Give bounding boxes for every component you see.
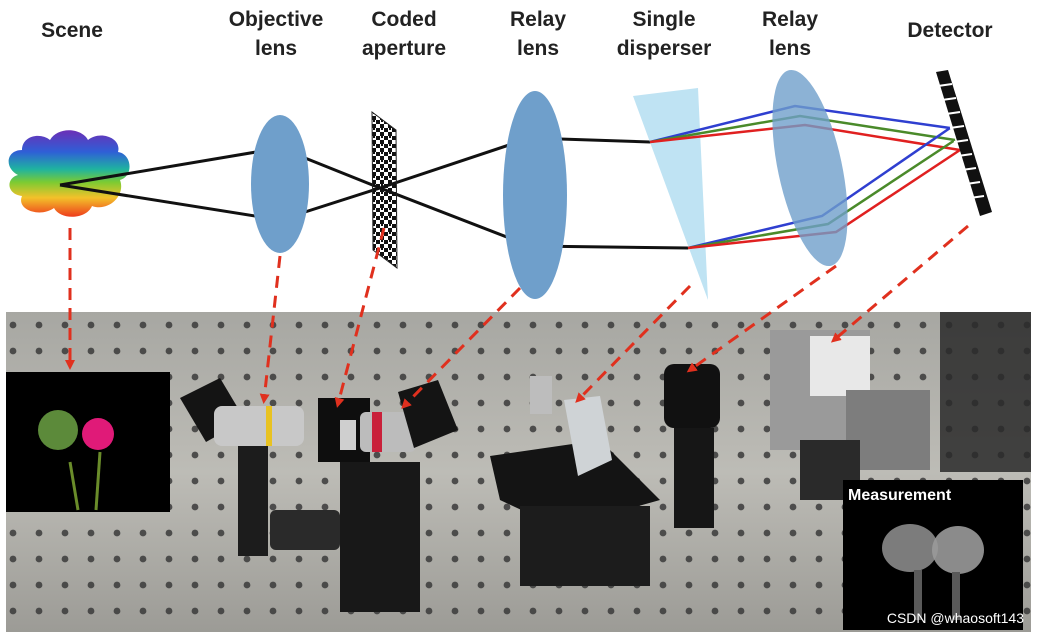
coded-aperture bbox=[371, 110, 398, 270]
label-relay2-line1: Relay bbox=[762, 8, 818, 31]
label-relay2-line2: lens bbox=[769, 37, 811, 60]
objective-mount bbox=[180, 378, 340, 556]
label-disperser-line1: Single bbox=[632, 8, 695, 31]
coded-aperture-mount bbox=[318, 380, 458, 612]
label-scene: Scene bbox=[41, 19, 103, 42]
relay-lens-1 bbox=[503, 91, 567, 299]
measurement-inset: Measurement bbox=[843, 480, 1023, 630]
pointer-disperser bbox=[575, 284, 692, 403]
label-relay1-line1: Relay bbox=[510, 8, 566, 31]
objective-lens bbox=[251, 115, 309, 253]
scene-cloud bbox=[8, 130, 130, 217]
pointer-relay-lens-2 bbox=[686, 264, 837, 373]
relay-lens-2 bbox=[772, 69, 848, 267]
pointer-coded-aperture bbox=[334, 227, 386, 408]
pointer-arrows bbox=[65, 224, 969, 409]
disperser-mount bbox=[490, 376, 660, 586]
label-objective-line2: lens bbox=[255, 37, 297, 60]
label-coded-line2: aperture bbox=[362, 37, 446, 60]
pointer-detector bbox=[830, 224, 969, 343]
watermark: CSDN @whaosoft143 bbox=[887, 610, 1024, 626]
flower-green bbox=[38, 410, 78, 450]
scene-inset-photo bbox=[6, 372, 170, 512]
label-detector: Detector bbox=[907, 19, 992, 42]
label-relay1-line2: lens bbox=[517, 37, 559, 60]
relay-lens-mount bbox=[664, 364, 720, 528]
detector-mount bbox=[770, 330, 930, 500]
stem-right bbox=[94, 451, 102, 511]
label-coded-line1: Coded bbox=[371, 8, 436, 31]
single-disperser-prism bbox=[633, 88, 708, 300]
stem-left bbox=[68, 461, 80, 511]
label-objective-line1: Objective bbox=[229, 8, 324, 31]
flower-pink bbox=[82, 418, 114, 450]
label-disperser-line2: disperser bbox=[617, 37, 712, 60]
pointer-objective bbox=[259, 255, 282, 404]
measurement-label: Measurement bbox=[848, 487, 952, 504]
detector-array bbox=[936, 70, 992, 216]
pointer-relay-lens-1 bbox=[401, 286, 522, 409]
